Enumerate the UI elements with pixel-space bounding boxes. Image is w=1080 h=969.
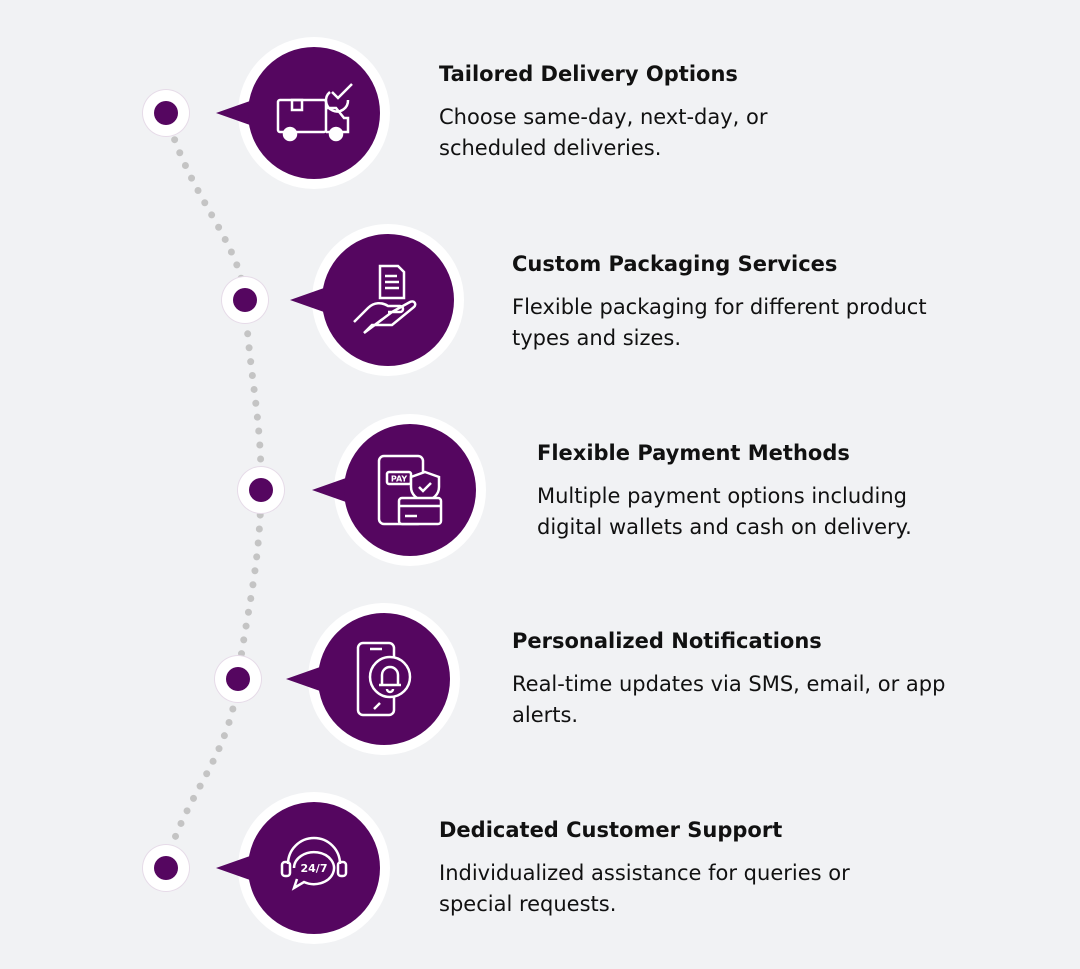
icon-bubble-2: [290, 224, 464, 376]
item-title: Dedicated Customer Support: [439, 818, 783, 842]
delivery-truck-check-icon: [276, 83, 353, 142]
item-description: Real-time updates via SMS, email, or app…: [512, 672, 946, 727]
timeline-node-4: [215, 656, 261, 702]
timeline-node-2: [222, 277, 268, 323]
timeline-node-3: [238, 467, 284, 513]
item-title: Tailored Delivery Options: [439, 62, 738, 86]
item-title: Personalized Notifications: [512, 629, 822, 653]
headset-chat-icon: 24/7: [280, 836, 348, 891]
svg-text:PAY: PAY: [391, 475, 408, 484]
timeline-node-1: [143, 90, 189, 136]
icon-bubble-3: PAY: [312, 414, 486, 566]
phone-bell-icon: [356, 641, 412, 717]
icon-bubble-4: [286, 603, 460, 755]
item-description: Multiple payment options including digit…: [537, 484, 912, 539]
item-title: Flexible Payment Methods: [537, 441, 850, 465]
svg-text:24/7: 24/7: [301, 862, 328, 875]
item-description: Choose same-day, next-day, or scheduled …: [439, 105, 768, 160]
timeline-node-5: [143, 845, 189, 891]
icon-bubble-1: [216, 37, 390, 189]
hand-document-icon: [353, 264, 417, 334]
item-description: Individualized assistance for queries or…: [439, 861, 850, 916]
item-description: Flexible packaging for different product…: [512, 295, 927, 350]
phone-pay-shield-card-icon: PAY: [377, 454, 443, 526]
icon-bubble-5: 24/7: [216, 792, 390, 944]
item-title: Custom Packaging Services: [512, 252, 838, 276]
